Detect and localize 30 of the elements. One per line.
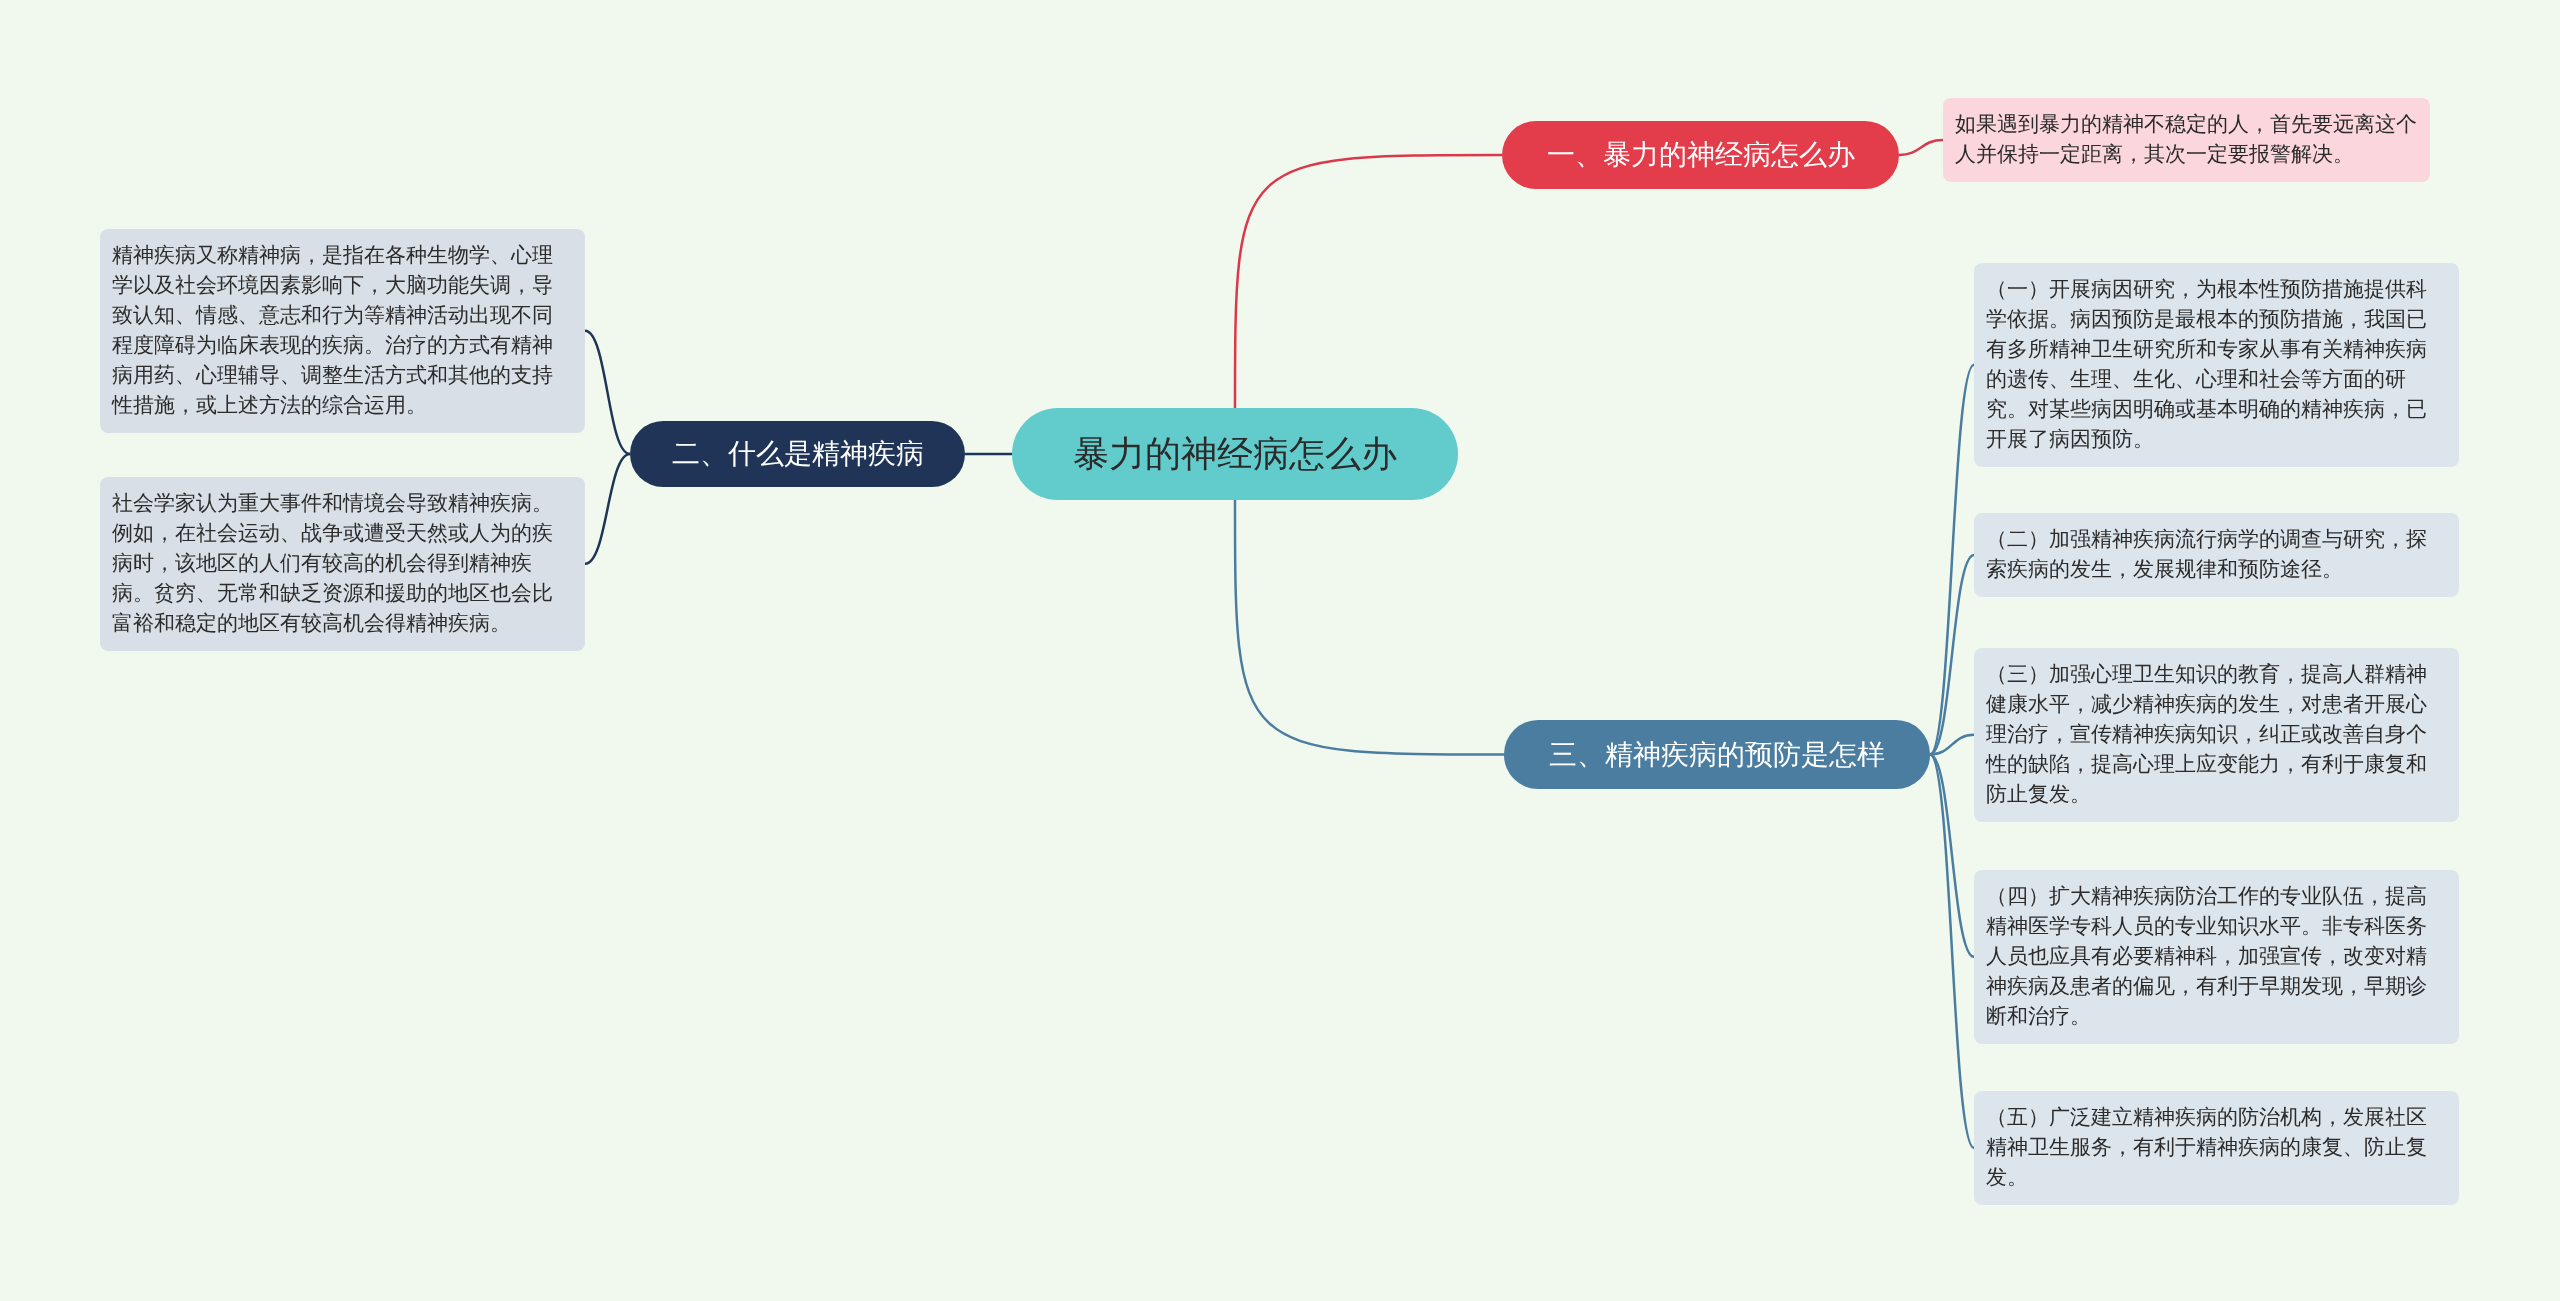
note-text: （五）广泛建立精神疾病的防治机构，发展社区精神卫生服务，有利于精神疾病的康复、防止复发。 — [1986, 1104, 2428, 1191]
note-card — [1974, 870, 2459, 1044]
note-text: （二）加强精神疾病流行病学的调查与研究，探索疾病的发生，发展规律和预防途径。 — [1986, 526, 2428, 583]
note-text: （三）加强心理卫生知识的教育，提高人群精神健康水平，减少精神疾病的发生，对患者开展心理治疗，宣传精神疾病知识，纠正或改善自身个性的缺陷，提高心理上应变能力，有利于康复和防止复发。 — [1986, 661, 2428, 808]
note-text: 如果遇到暴力的精神不稳定的人，首先要远离这个人并保持一定距离，其次一定要报警解决。 — [1955, 111, 2418, 168]
branch-topic: 三、精神疾病的预防是怎样 — [1504, 720, 1930, 789]
connector-line — [584, 329, 631, 456]
connector-line — [1928, 364, 1976, 756]
note-card — [1974, 648, 2459, 822]
branch-topic: 二、什么是精神疾病 — [630, 421, 965, 487]
connector-line — [1928, 753, 1976, 1149]
note-card — [100, 477, 585, 651]
note-text: 社会学家认为重大事件和情境会导致精神疾病。例如，在社会运动、战争或遭受天然或人为的疾病时，该地区的人们有较高的机会得到精神疾病。贫穷、无常和缺乏资源和援助的地区也会比富裕和稳定的地区有较高机会得精神疾病。 — [112, 490, 554, 637]
connector-line — [1929, 553, 1975, 756]
central-topic: 暴力的神经病怎么办 — [1012, 408, 1458, 500]
connector-line — [965, 452, 1012, 456]
note-card — [1943, 98, 2430, 182]
connector-line — [584, 452, 631, 565]
note-text: （四）扩大精神疾病防治工作的专业队伍，提高精神医学专科人员的专业知识水平。非专科医务人员也应具有必要精神科，加强宣传，改变对精神疾病及患者的偏见，有利于早期发现，早期诊断和治疗。 — [1986, 883, 2428, 1030]
connector-line — [1898, 138, 1944, 157]
note-card — [1974, 1091, 2459, 1205]
note-card — [1974, 513, 2459, 597]
note-text: 精神疾病又称精神病，是指在各种生物学、心理学以及社会环境因素影响下，大脑功能失调，导致认知、情感、意志和行为等精神活动出现不同程度障碍为临床表现的疾病。治疗的方式有精神病用药、心理辅导、调整生活方式和其他的支持性措施，或上述方法的综合运用。 — [112, 242, 554, 419]
note-card — [1974, 263, 2459, 467]
branch-topic: 一、暴力的神经病怎么办 — [1502, 121, 1899, 189]
note-card — [100, 229, 585, 433]
connector-line — [1233, 500, 1504, 756]
connector-line — [1929, 753, 1975, 958]
connector-line — [1233, 153, 1502, 408]
note-text: （一）开展病因研究，为根本性预防措施提供科学依据。病因预防是最根本的预防措施，我国已有多所精神卫生研究所和专家从事有关精神疾病的遗传、生理、生化、心理和社会等方面的研究。对某些病因明确或基本明确的精神疾病，已开展了病因预防。 — [1986, 276, 2428, 453]
